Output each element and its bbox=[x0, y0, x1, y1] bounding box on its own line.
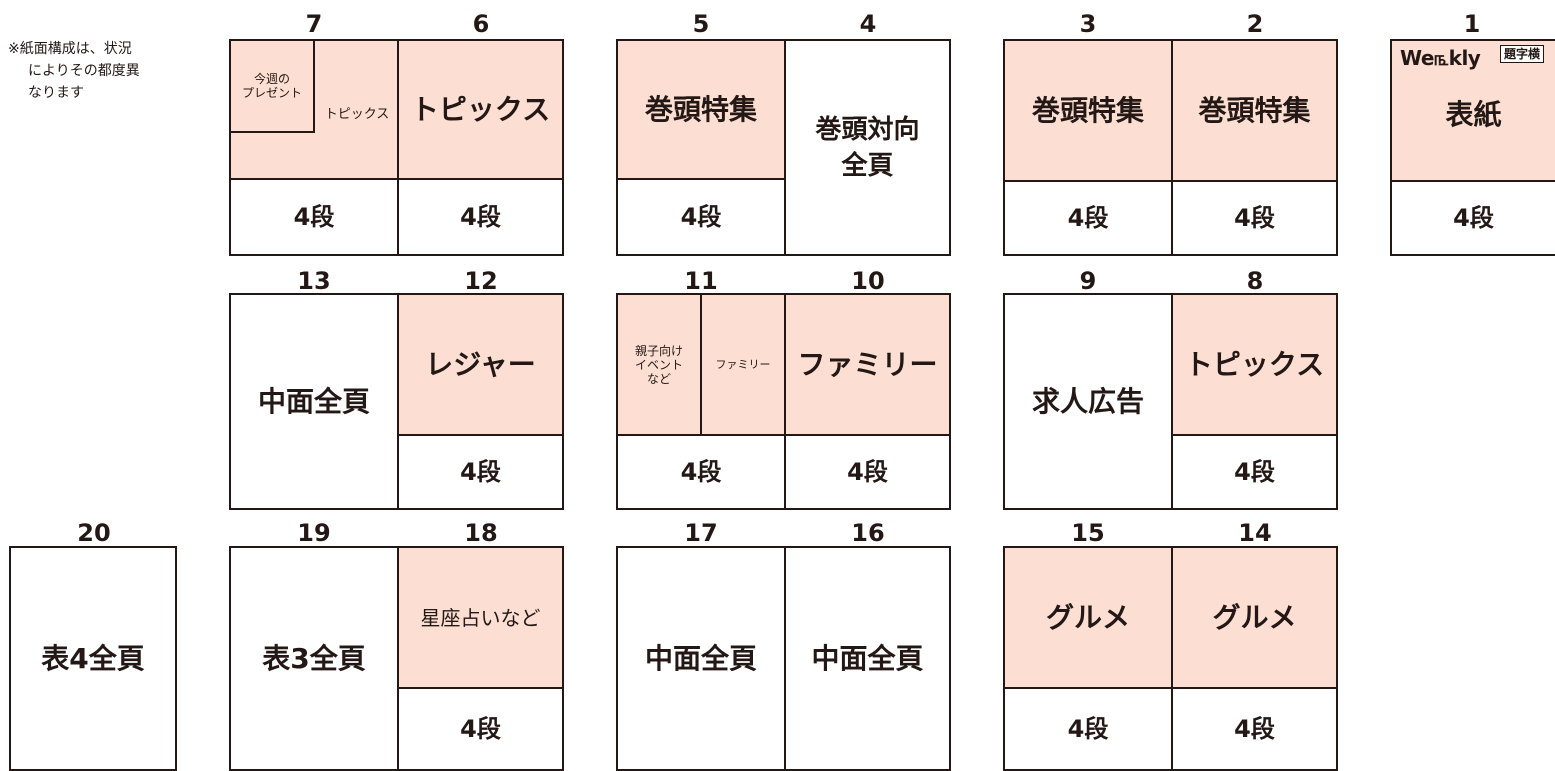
page-16-full: 中面全頁 bbox=[784, 548, 949, 769]
page-11-top: 親子向け イベント など ファミリー bbox=[618, 295, 784, 434]
page-number-13: 13 bbox=[297, 267, 331, 295]
page-1-bottom-label: 4段 bbox=[1453, 204, 1494, 232]
page-18-top: 星座占いなど bbox=[397, 548, 562, 687]
spread-5-4: 巻頭特集 4段 巻頭対向 全頁 bbox=[616, 39, 951, 256]
spread-19-18: 表3全頁 星座占いなど 4段 bbox=[229, 546, 564, 771]
page-14-top: グルメ bbox=[1171, 548, 1336, 687]
page-number-2: 2 bbox=[1246, 10, 1264, 38]
page-number-12: 12 bbox=[464, 267, 498, 295]
page-6-top: トピックス bbox=[397, 41, 562, 178]
page-8-top: トピックス bbox=[1171, 295, 1336, 434]
page-number-10: 10 bbox=[851, 267, 885, 295]
page-7-top: 今週の プレゼント トピックス bbox=[231, 41, 397, 178]
spread-7-6: 今週の プレゼント トピックス トピックス 4段 4段 bbox=[229, 39, 564, 256]
page-10-top: ファミリー bbox=[784, 295, 949, 434]
spread-3-2: 巻頭特集 巻頭特集 4段 4段 bbox=[1003, 39, 1338, 256]
page-7-topics-small: トピックス bbox=[324, 107, 390, 122]
page-number-15: 15 bbox=[1071, 519, 1105, 547]
page-7-inset: 今週の プレゼント bbox=[231, 41, 315, 133]
layout-note: ※紙面構成は、状況 によりその都度異 なります bbox=[8, 38, 140, 104]
page-12-top: レジャー bbox=[397, 295, 562, 434]
page-11-left: 親子向け イベント など bbox=[618, 295, 702, 434]
page-10-bottom: 4段 bbox=[784, 434, 949, 508]
page-number-5: 5 bbox=[692, 10, 710, 38]
page-14-bottom: 4段 bbox=[1171, 687, 1336, 769]
page-18-bottom: 4段 bbox=[397, 687, 562, 769]
page-1-cover-label: 表紙 bbox=[1445, 97, 1502, 131]
page-15-top: グルメ bbox=[1005, 548, 1171, 687]
page-number-17: 17 bbox=[684, 519, 718, 547]
page-7-bottom: 4段 bbox=[231, 178, 397, 254]
page-number-18: 18 bbox=[464, 519, 498, 547]
page-3-top: 巻頭特集 bbox=[1005, 41, 1171, 180]
page-8-bottom: 4段 bbox=[1171, 434, 1336, 508]
page-number-1: 1 bbox=[1463, 10, 1481, 38]
page-2-bottom: 4段 bbox=[1171, 180, 1336, 254]
page-19-full: 表3全頁 bbox=[262, 641, 366, 675]
page-11-bottom: 4段 bbox=[618, 434, 784, 508]
page-number-3: 3 bbox=[1079, 10, 1097, 38]
page-number-11: 11 bbox=[684, 267, 718, 295]
spread-15-14: グルメ グルメ 4段 4段 bbox=[1003, 546, 1338, 771]
spread-11-10: 親子向け イベント など ファミリー ファミリー 4段 4段 bbox=[616, 293, 951, 510]
page-20: 表4全頁 bbox=[9, 546, 177, 771]
page-1-bottom: 4段 bbox=[1392, 180, 1555, 254]
page-12-bottom: 4段 bbox=[397, 434, 562, 508]
page-11-right: ファミリー bbox=[715, 357, 771, 371]
page-6-bottom: 4段 bbox=[397, 178, 562, 254]
page-5-top: 巻頭特集 bbox=[618, 41, 784, 178]
page-4-full: 巻頭対向 全頁 bbox=[784, 41, 949, 254]
page-1: 表紙 We௩kly 題字横 4段 bbox=[1390, 39, 1555, 256]
title-side-label: 題字横 bbox=[1500, 45, 1545, 63]
note-line-2: によりその都度異 bbox=[28, 63, 140, 79]
page-number-7: 7 bbox=[305, 10, 323, 38]
note-line-1: ※紙面構成は、状況 bbox=[8, 41, 132, 57]
spread-17-16: 中面全頁 中面全頁 bbox=[616, 546, 951, 771]
page-2-top: 巻頭特集 bbox=[1171, 41, 1336, 180]
page-9-full: 求人広告 bbox=[1031, 384, 1144, 418]
page-number-14: 14 bbox=[1238, 519, 1272, 547]
page-number-16: 16 bbox=[851, 519, 885, 547]
page-3-bottom: 4段 bbox=[1005, 180, 1171, 254]
spread-13-12: 中面全頁 レジャー 4段 bbox=[229, 293, 564, 510]
page-20-full: 表4全頁 bbox=[41, 641, 145, 675]
spread-9-8: 求人広告 トピックス 4段 bbox=[1003, 293, 1338, 510]
page-1-top: 表紙 bbox=[1392, 41, 1555, 180]
page-number-9: 9 bbox=[1079, 267, 1097, 295]
page-number-19: 19 bbox=[297, 519, 331, 547]
page-number-6: 6 bbox=[472, 10, 490, 38]
note-line-3: なります bbox=[28, 85, 84, 101]
weekly-logo: We௩kly bbox=[1400, 46, 1481, 70]
page-number-4: 4 bbox=[859, 10, 877, 38]
page-number-20: 20 bbox=[77, 519, 111, 547]
page-13-full: 中面全頁 bbox=[257, 384, 370, 418]
page-number-8: 8 bbox=[1246, 267, 1264, 295]
page-15-bottom: 4段 bbox=[1005, 687, 1171, 769]
page-17-full: 中面全頁 bbox=[644, 641, 757, 675]
page-5-bottom: 4段 bbox=[618, 178, 784, 254]
